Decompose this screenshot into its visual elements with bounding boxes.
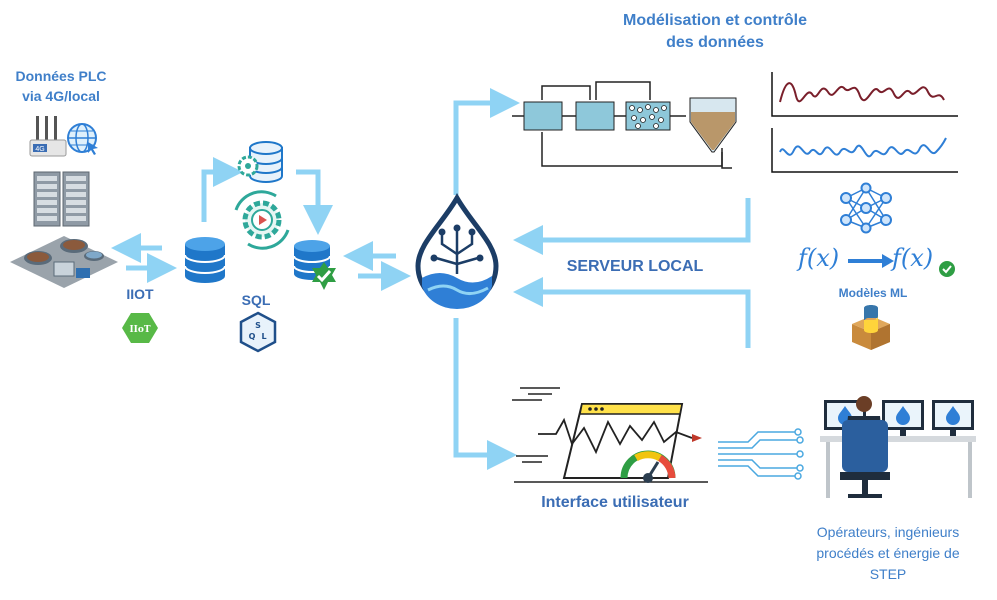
checked-database-icon xyxy=(293,240,336,290)
users-label-line1: Opérateurs, ingénieurs xyxy=(816,524,960,540)
water-drop-logo-icon xyxy=(415,193,499,309)
plc-title-line1: Données PLC xyxy=(15,68,107,84)
users-label: Opérateurs, ingénieurs procédés et énerg… xyxy=(788,522,988,585)
svg-text:S: S xyxy=(255,321,261,330)
iiot-label: IIOT xyxy=(126,286,154,302)
users-label-line2: procédés et énergie de xyxy=(816,545,960,561)
signal-curves xyxy=(771,72,958,173)
sql-label: SQL xyxy=(241,292,271,308)
fx-left: f(x) xyxy=(798,244,840,272)
circuit-lines-icon xyxy=(718,428,804,480)
arrow-model-to-logo xyxy=(513,198,751,255)
router-icon: 4G xyxy=(29,116,67,157)
ml-function-row: f(x) f(x) xyxy=(798,244,960,277)
arrow-gear-down xyxy=(296,169,333,235)
arrow-logo-to-model xyxy=(453,88,520,195)
server-label: SERVEUR LOCAL xyxy=(566,258,704,275)
check-circle-icon xyxy=(939,261,955,277)
dashboard-gauge-icon xyxy=(512,387,708,483)
database-icon xyxy=(184,237,226,283)
process-flow-diagram xyxy=(512,81,737,169)
arrow-ml-to-logo xyxy=(513,277,751,348)
server-rack-icon xyxy=(33,171,90,227)
transform-arrow-icon xyxy=(848,254,894,268)
arrow-logo-to-ui xyxy=(453,318,517,470)
svg-text:Q: Q xyxy=(249,332,256,341)
treatment-plant-icon xyxy=(10,236,118,288)
users-label-line3: STEP xyxy=(869,566,907,582)
globe-icon xyxy=(67,123,98,155)
operator-workstation-icon xyxy=(820,396,976,498)
fx-right: f(x) xyxy=(892,244,934,272)
router-badge: 4G xyxy=(35,146,44,153)
ml-models-label: Modèles ML xyxy=(838,286,908,300)
gear-database-icon xyxy=(237,141,283,183)
iiot-badge-icon: IIoT xyxy=(122,313,158,343)
monitor-center xyxy=(882,400,924,436)
modeling-title: Modélisation et contrôle des données xyxy=(590,10,840,54)
iiot-badge-text: IIoT xyxy=(129,325,150,335)
ui-label: Interface utilisateur xyxy=(541,494,689,511)
neural-network-icon xyxy=(840,182,892,234)
gear-cycle-icon xyxy=(234,190,290,250)
sql-hex-icon: S Q L xyxy=(239,311,277,353)
monitor-right xyxy=(932,400,974,436)
modeling-title-line2: des données xyxy=(666,34,764,51)
plc-title: Données PLC via 4G/local xyxy=(0,66,122,106)
modeling-title-line1: Modélisation et contrôle xyxy=(622,12,807,29)
svg-text:L: L xyxy=(261,332,266,341)
arrow-db-up xyxy=(201,157,243,222)
python-package-icon xyxy=(852,305,890,350)
plc-title-line2: via 4G/local xyxy=(22,88,100,104)
